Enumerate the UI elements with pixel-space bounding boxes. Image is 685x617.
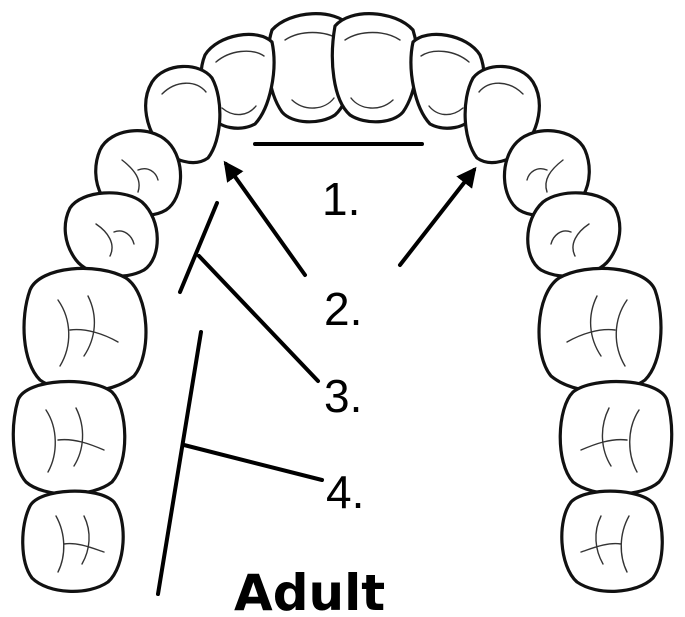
tooth-left-third-molar	[23, 491, 123, 591]
molars-leader-line	[184, 445, 322, 480]
canine-arrow-left	[226, 164, 305, 275]
tooth-right-third-molar	[562, 491, 662, 591]
tooth-left-first-molar	[24, 268, 146, 391]
tooth-left-second-premolar	[65, 193, 157, 277]
label-2: 2.	[324, 283, 362, 335]
premolars-bracket-line	[180, 203, 217, 292]
tooth-right-first-molar	[539, 268, 661, 391]
canine-arrow-right	[400, 170, 474, 265]
label-3: 3.	[324, 370, 362, 422]
label-4: 4.	[326, 466, 364, 518]
label-1: 1.	[322, 173, 360, 225]
premolars-leader-line	[199, 256, 318, 381]
tooth-right-central-incisor	[332, 14, 417, 122]
tooth-left-second-molar	[13, 382, 124, 494]
molars-bracket-line	[158, 332, 201, 594]
tooth-right-second-molar	[560, 382, 671, 494]
caption-adult: Adult	[234, 564, 385, 617]
tooth-right-second-premolar	[528, 193, 620, 277]
